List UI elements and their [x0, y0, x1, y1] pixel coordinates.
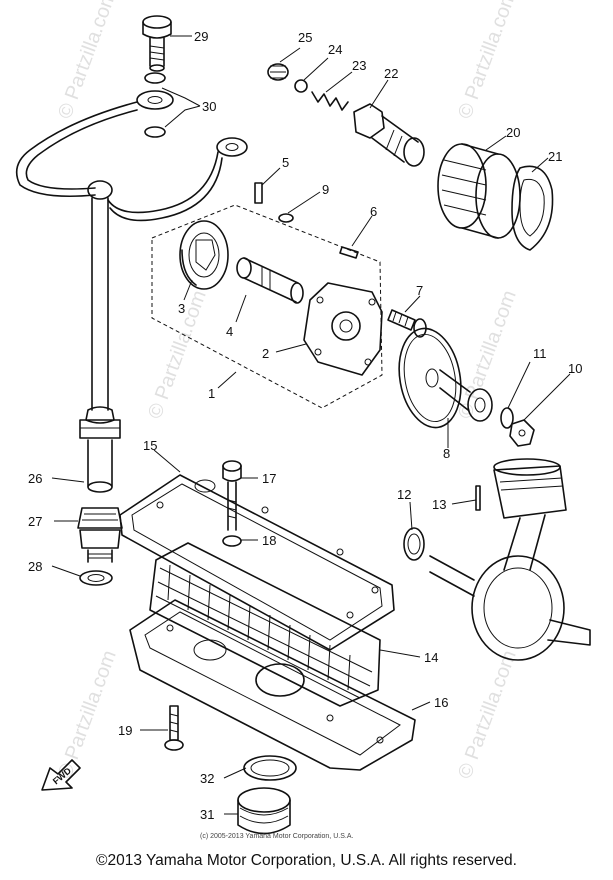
callout-14: 14 [424, 650, 438, 665]
part-27-union-fitting [77, 507, 123, 563]
part-22-valve-housing [353, 103, 425, 167]
part-28-washer [79, 570, 113, 586]
part-2-pump-cover [303, 282, 383, 376]
part-21-o-ring [511, 165, 554, 251]
part-16-oil-pan [129, 599, 416, 771]
part-3-rotor [179, 220, 229, 290]
callout-26: 26 [28, 471, 42, 486]
callout-3: 3 [178, 301, 185, 316]
callout-16: 16 [434, 695, 448, 710]
callout-1: 1 [208, 386, 215, 401]
callout-28: 28 [28, 559, 42, 574]
callout-23: 23 [352, 58, 366, 73]
part-17-bolt [222, 460, 242, 531]
callout-19: 19 [118, 723, 132, 738]
oil-delivery-pipe [15, 90, 248, 493]
callout-24: 24 [328, 42, 342, 57]
callout-31: 31 [200, 807, 214, 822]
inner-copyright: (c) 2005-2013 Yamaha Motor Corporation, … [200, 833, 353, 840]
part-18-washer [222, 535, 242, 547]
part-32-gasket [243, 755, 297, 781]
callout-9: 9 [322, 182, 329, 197]
callout-10: 10 [568, 361, 582, 376]
part-31-drain-plug [237, 787, 291, 835]
callout-labels: 29 30 25 24 23 22 20 21 5 9 6 3 4 7 2 1 … [28, 29, 582, 822]
callout-5: 5 [282, 155, 289, 170]
part-30-gaskets [144, 72, 166, 138]
part-15-gasket [119, 474, 395, 651]
part-25-plug [267, 63, 289, 81]
part-19-bolt [164, 705, 184, 751]
part-7-screw [387, 309, 427, 338]
callout-30: 30 [202, 99, 216, 114]
watermark-text: © Partzilla.com [454, 0, 521, 122]
callout-27: 27 [28, 514, 42, 529]
part-13-key [475, 485, 481, 511]
part-6-dowel [339, 246, 359, 259]
watermark-text: © Partzilla.com [54, 648, 121, 782]
callout-25: 25 [298, 30, 312, 45]
leader-lines [51, 35, 571, 815]
callout-32: 32 [200, 771, 214, 786]
callout-11: 11 [533, 346, 547, 361]
callout-15: 15 [143, 438, 157, 453]
copyright-notice: ©2013 Yamaha Motor Corporation, U.S.A. A… [96, 852, 517, 869]
oil-pump-assembly-outline [151, 204, 383, 409]
part-8-driven-gear [398, 327, 493, 429]
watermark-text: © Partzilla.com [454, 648, 521, 782]
part-10-nut [509, 419, 535, 447]
callout-22: 22 [384, 66, 398, 81]
crankshaft-piston-reference [429, 458, 591, 661]
callout-4: 4 [226, 324, 233, 339]
callout-18: 18 [262, 533, 276, 548]
part-24-ball [294, 79, 308, 93]
callout-29: 29 [194, 29, 208, 44]
callout-7: 7 [416, 283, 423, 298]
callout-13: 13 [432, 497, 446, 512]
callout-12: 12 [397, 487, 411, 502]
part-23-spring [311, 91, 349, 111]
callout-2: 2 [262, 346, 269, 361]
part-12-pinion-gear [403, 527, 425, 561]
part-4-pump-shaft [236, 257, 304, 304]
callout-6: 6 [370, 204, 377, 219]
part-29-banjo-bolt [142, 15, 172, 72]
callout-20: 20 [506, 125, 520, 140]
part-14-strainer [149, 542, 381, 707]
callout-21: 21 [548, 149, 562, 164]
part-9-ring [278, 213, 294, 223]
watermark-text: © Partzilla.com [54, 0, 121, 122]
part-5-pin [254, 182, 263, 204]
callout-17: 17 [262, 471, 276, 486]
part-11-washer [500, 407, 514, 429]
callout-8: 8 [443, 446, 450, 461]
part-20-oil-filter [437, 143, 521, 239]
